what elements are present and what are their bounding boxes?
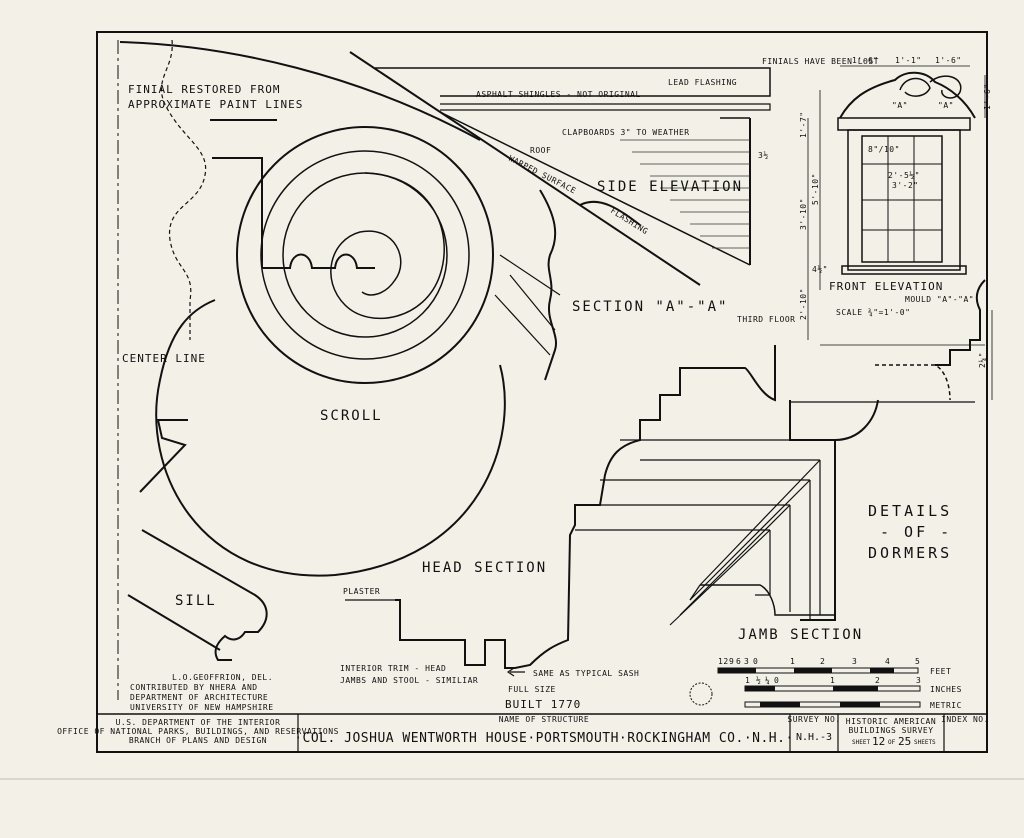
sill-profile [127,529,268,661]
agency-line3: BRANCH OF PLANS AND DESIGN [129,736,267,745]
full-size-label: FULL SIZE [508,685,556,694]
scale-tick-6: 6 [736,657,741,666]
scale-label: SCALE ¾"=1'-0" [836,308,910,317]
built-label: BUILT 1770 [505,698,581,711]
finial-note-line2: APPROXIMATE PAINT LINES [128,98,303,111]
side-elevation-label: SIDE ELEVATION [597,179,743,195]
dim-8-10: 8"/10" [868,145,900,154]
scroll-volute [155,126,506,577]
finials-lost-label: FINIALS HAVE BEEN LOST [762,57,879,66]
survey-no-label: SURVEY NO. [787,715,840,724]
scale-tick-1: 1 [790,657,795,666]
scale-tick-4: 4 [885,657,890,666]
scale2-tick-0: 0 [774,676,779,685]
pediment-curve [119,41,481,141]
details-title-line3: DORMERS [868,544,952,562]
sheet-total: 25 [898,735,911,748]
structure-name-label: NAME OF STRUCTURE [499,715,589,724]
scale-unit-metric: METRIC [930,701,962,710]
sheet-number: 12 [872,735,885,748]
plaster-label: PLASTER [343,587,380,596]
front-elevation [807,65,986,340]
section-mark-a: "A" [938,101,954,110]
dim-3-2: 3'-2" [892,181,919,190]
credit-line3: DEPARTMENT OF ARCHITECTURE [130,693,268,702]
scale2-tick-quarter: ¼ [765,676,770,685]
dim-2-5half: 2'-5½" [888,170,920,180]
dim-4-half: 4½" [812,264,828,274]
same-as-sash-label: SAME AS TYPICAL SASH [533,669,639,678]
section-aa-profile [494,189,561,381]
clapboards-label: CLAPBOARDS 3" TO WEATHER [562,128,690,137]
sheet-word: SHEET [852,739,870,746]
dim-3-half: 3½ [758,150,769,160]
credit-line1: L.O.GEOFFRION, DEL. [172,673,273,682]
title-block-dividers [297,714,945,752]
jamb-section-label: JAMB SECTION [738,627,863,643]
scale2-tick-half: ½ [756,675,761,685]
scale2-tick-1b: 1 [830,676,835,685]
leader-arrow [506,667,525,677]
index-no-label: INDEX NO. [941,715,989,724]
scale-tick-3b: 3 [852,657,857,666]
mould-aa-profile [790,279,993,403]
dim-top-right: 1'-6" [935,56,962,65]
agency-line2: OFFICE OF NATIONAL PARKS, BUILDINGS, AND… [57,727,339,736]
details-title-line2: - OF - [880,523,952,541]
scale-tick-2: 2 [820,657,825,666]
dim-2-10: 2'-10" [799,288,808,320]
head-section-label: HEAD SECTION [422,560,547,576]
scale-tick-3: 3 [744,657,749,666]
scale2-tick-2: 2 [875,676,880,685]
scale2-tick-1: 1 [745,676,750,685]
front-elevation-label: FRONT ELEVATION [829,280,943,293]
center-line-label: CENTER LINE [122,352,206,365]
section-mark-a-2: "A" [892,101,908,110]
roof-label: ROOF [530,146,551,155]
scale-unit-inches: INCHES [930,685,962,694]
sill-label: SILL [175,593,217,609]
scroll-label: SCROLL [320,408,383,424]
sheets-word: SHEETS [914,739,936,746]
side-elevation [349,51,771,286]
scale-tick-5: 5 [915,657,920,666]
mould-aa-label: MOULD "A"-"A" [905,295,974,304]
dim-1-7: 1'-7" [799,111,808,138]
section-aa-label: SECTION "A"-"A" [572,299,728,315]
habs-line2: BUILDINGS SURVEY [848,726,933,735]
dim-top-left: 1'-6" [852,56,879,65]
third-floor-label: THIRD FLOOR [737,315,795,324]
sheet-border [96,31,988,753]
scale-tick-12: 12 [718,657,729,666]
scale-unit-feet: FEET [930,667,951,676]
lead-flashing-label: LEAD FLASHING [668,78,737,87]
dim-1-6-vertical: 1'-6" [983,83,992,110]
dim-5-10: 5'-10" [811,173,820,205]
graphic-scales [689,667,921,708]
dim-2-quarter: 2¼" [978,352,987,368]
interior-trim-line1: INTERIOR TRIM - HEAD [340,664,446,673]
scale2-tick-3: 3 [916,676,921,685]
agency-line1: U.S. DEPARTMENT OF THE INTERIOR [116,718,281,727]
details-title-line1: DETAILS [868,502,952,520]
asphalt-shingles-label: ASPHALT SHINGLES - NOT ORIGINAL [476,90,641,99]
credit-line2: CONTRIBUTED BY NHERA AND [130,683,258,692]
scroll-base-break [139,419,188,493]
dim-top-mid: 1'-1" [895,56,922,65]
survey-no: N.H.-3 [796,732,832,743]
flashing-label: FLASHING [609,206,650,236]
of-word: OF [888,739,896,746]
finial-note-line1: FINIAL RESTORED FROM [128,83,280,96]
habs-line1: HISTORIC AMERICAN [846,717,936,726]
interior-trim-line2: JAMBS AND STOOL - SIMILIAR [340,676,478,685]
head-jamb-section [345,345,879,669]
finial-profile [160,39,207,340]
scale-tick-9: 9 [729,657,734,666]
structure-name: ·COL. JOSHUA WENTWORTH HOUSE·PORTSMOUTH·… [294,731,794,746]
scale-tick-0: 0 [753,657,758,666]
dim-3-10: 3'-10" [799,198,808,230]
credit-line4: UNIVERSITY OF NEW HAMPSHIRE [130,703,274,712]
